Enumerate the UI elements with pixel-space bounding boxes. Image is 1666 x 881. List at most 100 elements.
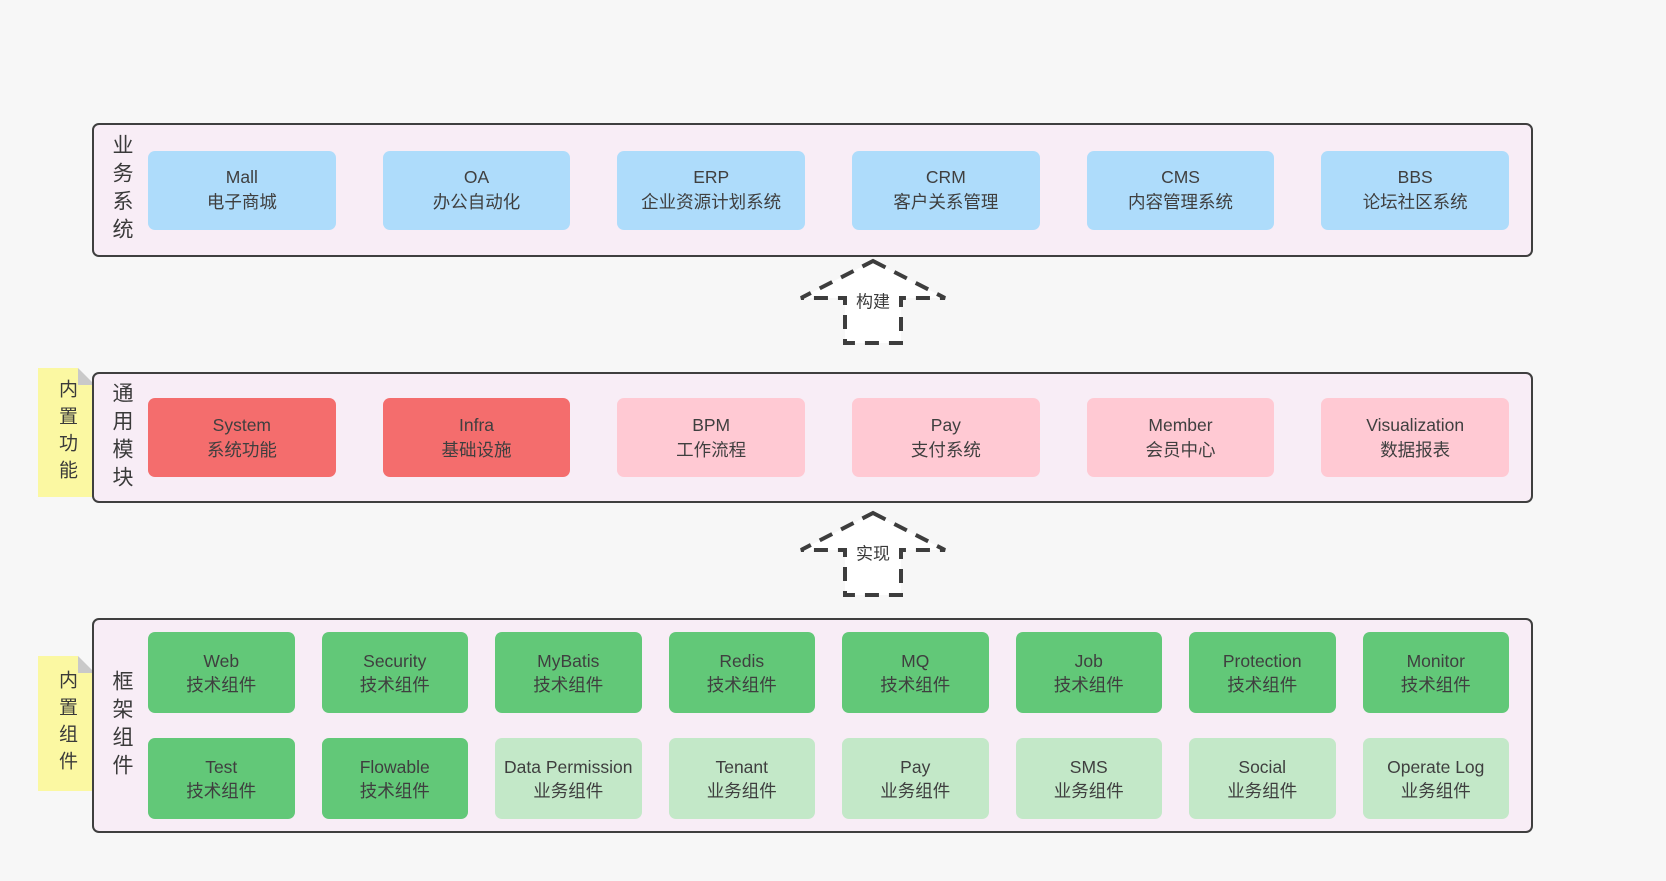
- box-title: Protection: [1222, 650, 1302, 671]
- components-rows: Web 技术组件 Security 技术组件 MyBatis 技术组件 Redi…: [148, 620, 1531, 831]
- box-title: Redis: [719, 650, 765, 671]
- box-bbs: BBS 论坛社区系统: [1321, 150, 1510, 230]
- box-sms: SMS 业务组件: [1015, 738, 1162, 819]
- box-oa: OA 办公自动化: [382, 150, 571, 230]
- box-title: Mall: [225, 167, 258, 187]
- box-subtitle: 业务组件: [706, 780, 777, 801]
- box-job: Job 技术组件: [1015, 632, 1162, 713]
- box-subtitle: 技术组件: [186, 674, 257, 695]
- box-subtitle: 技术组件: [359, 674, 430, 695]
- box-bpm: BPM 工作流程: [617, 398, 806, 477]
- box-subtitle: 电子商城: [206, 192, 277, 212]
- section-label-modules: 通用模块: [110, 381, 133, 494]
- box-subtitle: 业务组件: [880, 780, 951, 801]
- modules-boxes-row: System 系统功能 Infra 基础设施 BPM 工作流程 Pay 支付系统…: [148, 374, 1531, 501]
- box-title: CRM: [925, 167, 966, 187]
- box-title: BPM: [692, 414, 731, 435]
- business-systems-section: 业务系统 Mall 电子商城 OA 办公自动化 ERP 企业资源计划系统 CRM…: [92, 123, 1533, 257]
- box-subtitle: 业务组件: [533, 780, 604, 801]
- box-pay-module: Pay 支付系统: [852, 398, 1040, 477]
- box-title: Social: [1238, 756, 1287, 777]
- section-label-business: 业务系统: [110, 134, 133, 246]
- common-modules-section: 通用模块 System 系统功能 Infra 基础设施 BPM 工作流程 Pay…: [92, 372, 1533, 503]
- box-infra: Infra 基础设施: [382, 398, 571, 477]
- sticky-note-built-in-functions: 内置功能: [38, 368, 95, 497]
- box-title: OA: [463, 167, 490, 187]
- box-protection: Protection 技术组件: [1189, 632, 1336, 713]
- box-title: Pay: [930, 414, 961, 435]
- box-cms: CMS 内容管理系统: [1086, 150, 1275, 230]
- box-erp: ERP 企业资源计划系统: [617, 150, 806, 230]
- box-data-permission: Data Permission 业务组件: [495, 738, 642, 819]
- components-row-1: Web 技术组件 Security 技术组件 MyBatis 技术组件 Redi…: [148, 632, 1509, 713]
- framework-components-section: 框架组件 Web 技术组件 Security 技术组件 MyBatis 技术组件…: [92, 618, 1533, 833]
- section-label-components: 框架组件: [110, 669, 133, 782]
- box-subtitle: 会员中心: [1145, 439, 1216, 460]
- box-web: Web 技术组件: [148, 632, 295, 713]
- box-subtitle: 业务组件: [1400, 780, 1471, 801]
- box-subtitle: 客户关系管理: [893, 192, 999, 212]
- box-title: SMS: [1069, 756, 1108, 777]
- box-title: Monitor: [1406, 650, 1465, 671]
- box-subtitle: 技术组件: [880, 674, 951, 695]
- box-subtitle: 技术组件: [186, 780, 257, 801]
- box-mall: Mall 电子商城: [148, 150, 336, 230]
- box-title: CMS: [1161, 167, 1200, 187]
- box-subtitle: 数据报表: [1380, 439, 1451, 460]
- box-security: Security 技术组件: [321, 632, 468, 713]
- box-title: Job: [1074, 650, 1103, 671]
- box-title: Flowable: [359, 756, 430, 777]
- box-title: Web: [203, 650, 240, 671]
- box-title: Pay: [900, 756, 931, 777]
- build-arrow: 构建: [798, 258, 948, 346]
- box-subtitle: 办公自动化: [432, 192, 521, 212]
- box-title: Data Permission: [504, 756, 633, 777]
- box-subtitle: 技术组件: [706, 674, 777, 695]
- box-subtitle: 企业资源计划系统: [641, 192, 782, 212]
- box-crm: CRM 客户关系管理: [852, 150, 1040, 230]
- implement-arrow-label: 实现: [853, 539, 893, 565]
- components-row-2: Test 技术组件 Flowable 技术组件 Data Permission …: [148, 738, 1509, 819]
- box-title: MyBatis: [537, 650, 600, 671]
- box-title: System: [212, 414, 272, 435]
- box-mq: MQ 技术组件: [842, 632, 989, 713]
- box-subtitle: 技术组件: [1400, 674, 1471, 695]
- box-member: Member 会员中心: [1086, 398, 1275, 477]
- sticky-note-label: 内置功能: [56, 378, 77, 487]
- box-social: Social 业务组件: [1189, 738, 1336, 819]
- box-title: Member: [1148, 414, 1213, 435]
- box-subtitle: 基础设施: [441, 439, 512, 460]
- box-title: MQ: [901, 650, 930, 671]
- box-visualization: Visualization 数据报表: [1321, 398, 1510, 477]
- box-subtitle: 技术组件: [1227, 674, 1298, 695]
- box-subtitle: 业务组件: [1227, 780, 1298, 801]
- box-subtitle: 支付系统: [910, 439, 981, 460]
- box-tenant: Tenant 业务组件: [668, 738, 815, 819]
- box-system: System 系统功能: [148, 398, 336, 477]
- box-redis: Redis 技术组件: [668, 632, 815, 713]
- box-operate-log: Operate Log 业务组件: [1362, 738, 1509, 819]
- business-boxes-row: Mall 电子商城 OA 办公自动化 ERP 企业资源计划系统 CRM 客户关系…: [148, 125, 1531, 255]
- box-title: ERP: [693, 167, 730, 187]
- box-subtitle: 技术组件: [359, 780, 430, 801]
- box-title: Tenant: [715, 756, 769, 777]
- box-mybatis: MyBatis 技术组件: [495, 632, 642, 713]
- implement-arrow: 实现: [798, 510, 948, 598]
- box-title: BBS: [1397, 167, 1433, 187]
- box-subtitle: 论坛社区系统: [1362, 192, 1468, 212]
- box-title: Security: [363, 650, 427, 671]
- box-subtitle: 工作流程: [676, 439, 747, 460]
- box-title: Test: [205, 756, 238, 777]
- box-subtitle: 技术组件: [1053, 674, 1124, 695]
- box-subtitle: 业务组件: [1053, 780, 1124, 801]
- box-title: Infra: [458, 414, 495, 435]
- box-pay-component: Pay 业务组件: [842, 738, 989, 819]
- sticky-note-label: 内置组件: [56, 669, 77, 778]
- box-monitor: Monitor 技术组件: [1362, 632, 1509, 713]
- box-subtitle: 技术组件: [533, 674, 604, 695]
- box-title: Operate Log: [1387, 756, 1485, 777]
- box-subtitle: 内容管理系统: [1128, 192, 1234, 212]
- sticky-note-built-in-components: 内置组件: [38, 656, 95, 791]
- box-test: Test 技术组件: [148, 738, 295, 819]
